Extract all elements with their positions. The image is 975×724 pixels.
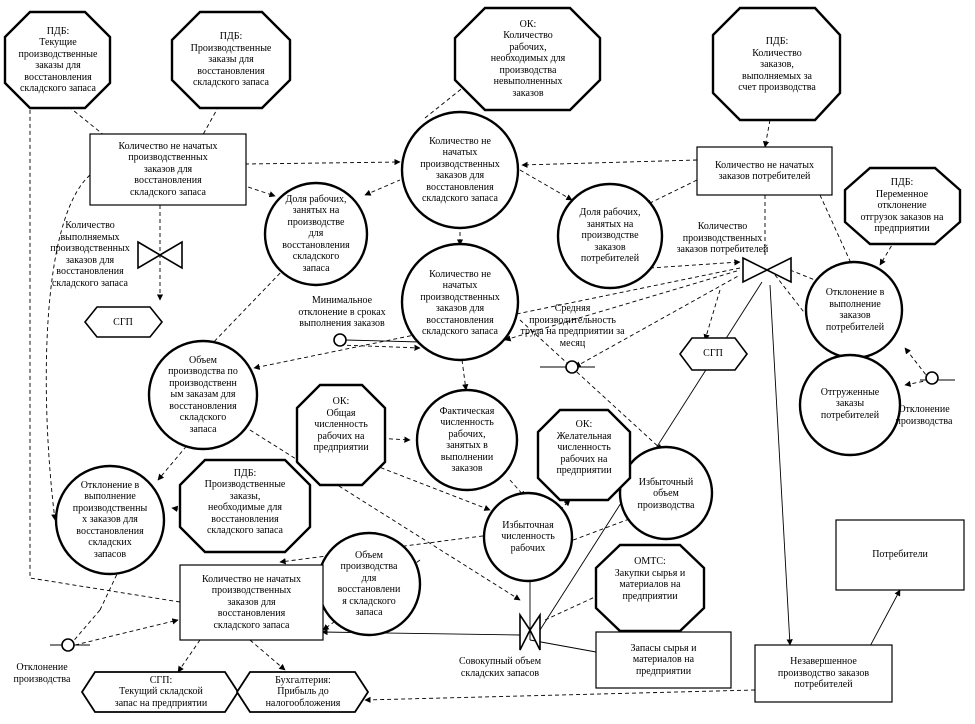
rect-raw-materials xyxy=(595,631,732,689)
circle-unstarted-stock-2 xyxy=(400,242,520,362)
rect-unstarted-stock-orders-bottom xyxy=(179,564,324,641)
rect-unstarted-consumer-orders xyxy=(696,146,833,196)
circle-shipped-orders xyxy=(798,353,902,457)
label-consumers: Потребители xyxy=(872,549,928,561)
valve-left xyxy=(137,240,183,270)
label-deviation-right: Отклонение производства xyxy=(895,404,953,427)
label-consumer-orders-count: Количество производственных заказов потр… xyxy=(676,221,769,255)
label-rect-unstarted-consumer: Количество не начатых заказов потребител… xyxy=(714,159,815,183)
label-excess-workers: Избыточная численность рабочих xyxy=(501,519,555,554)
label-shipped-orders: Отгруженные заказы потребителей xyxy=(820,386,880,421)
cloud-sgp-left xyxy=(83,306,164,338)
rect-unstarted-stock-orders xyxy=(89,133,247,206)
circle-actual-workers xyxy=(415,388,519,492)
label-accounting-profit: Бухгалтерия: Прибыль до налогообложения xyxy=(265,674,341,709)
label-omts-raw-purchases: ОМТС: Закупки сырья и материалов на пред… xyxy=(614,556,686,602)
label-deviation-stock: Отклонение в выполнение производственны … xyxy=(72,479,148,560)
aux-deviation-right xyxy=(925,371,939,385)
label-pdb-production-orders: ПДБ: Производственные заказы для восстан… xyxy=(190,31,272,89)
label-rect-raw-materials: Запасы сырья и материалов на предприятии xyxy=(630,642,697,677)
label-rect-unstarted-stock-orders: Количество не начатых производственных з… xyxy=(118,140,218,198)
cloud-sgp-right xyxy=(679,337,748,371)
aux-deviation-left xyxy=(61,638,75,652)
cloud-accounting-profit xyxy=(235,671,370,713)
cloud-ok-desired-workers xyxy=(536,408,632,502)
label-stock-volume: Объем производства для восстановлени я с… xyxy=(337,549,401,619)
label-production-volume: Объем производства по производственн ым … xyxy=(168,354,238,435)
label-unstarted-stock-2: Количество не начатых производственных з… xyxy=(420,268,500,338)
label-pdb-production-orders-needed: ПДБ: Производственные заказы, необходимы… xyxy=(204,467,286,537)
circle-excess-volume xyxy=(618,445,714,541)
label-sgp-left: СГП xyxy=(113,317,133,329)
rect-wip-consumer xyxy=(754,644,893,703)
circle-unstarted-stock-1 xyxy=(400,110,520,230)
label-excess-volume: Избыточный объем производства xyxy=(637,476,695,511)
label-workers-share-stock: Доля рабочих, занятых на производстве дл… xyxy=(282,193,350,274)
label-deviation-consumer: Отклонение в выполнение заказов потребит… xyxy=(825,287,885,333)
label-actual-workers: Фактическая численность рабочих, занятых… xyxy=(439,405,495,475)
aux-min-deviation xyxy=(333,333,347,347)
label-deviation-left: Отклонение производства xyxy=(13,662,71,685)
cloud-pdb-current-orders xyxy=(3,10,112,110)
label-sgp-stock: СГП: Текущий складской запас на предприя… xyxy=(114,674,208,709)
circle-excess-workers xyxy=(482,491,574,583)
cloud-pdb-orders-production xyxy=(711,6,842,122)
label-min-deviation: Минимальное отклонение в сроках выполнен… xyxy=(298,295,386,329)
label-orders-completed: Количество выполняемых производственных … xyxy=(50,220,130,289)
circle-production-volume xyxy=(147,339,259,451)
cloud-pdb-production-orders-needed xyxy=(178,458,312,554)
label-ok-desired-workers: ОК: Желательная численность рабочих на п… xyxy=(556,419,612,477)
rect-consumers xyxy=(835,519,965,591)
cloud-ok-total-workers xyxy=(295,383,387,487)
valve-stock-bottom xyxy=(519,612,541,651)
label-rect-unstarted-stock-bottom: Количество не начатых производственных з… xyxy=(201,573,302,631)
label-ok-total-workers: ОК: Общая численность рабочих на предпри… xyxy=(313,396,369,454)
cloud-sgp-stock xyxy=(80,671,240,713)
circle-workers-share-stock xyxy=(263,181,369,287)
cloud-ok-workers-needed xyxy=(453,6,602,112)
label-total-stock-volume: Совокупный объем складских запасов xyxy=(458,656,542,679)
label-pdb-orders-production: ПДБ: Количество заказов, выполняемых за … xyxy=(738,36,816,94)
label-workers-share-consumer: Доля рабочих, занятых на производстве за… xyxy=(579,207,641,265)
label-ok-workers-needed: ОК: Количество рабочих, необходимых для … xyxy=(490,18,566,99)
label-pdb-variable-deviation: ПДБ: Переменное отклонение отгрузок зака… xyxy=(860,177,944,235)
valve-consumer xyxy=(742,256,792,284)
label-pdb-current-orders: ПДБ: Текущие производственные заказы для… xyxy=(18,25,98,95)
circle-workers-share-consumer xyxy=(556,182,664,290)
label-sgp-right: СГП xyxy=(703,348,723,360)
cloud-pdb-variable-deviation xyxy=(843,166,962,246)
label-unstarted-stock-1: Количество не начатых производственных з… xyxy=(420,135,500,205)
circle-deviation-stock xyxy=(54,464,166,576)
cloud-pdb-production-orders xyxy=(170,10,292,110)
aux-avg-productivity xyxy=(565,360,579,374)
shape-layer xyxy=(3,6,965,713)
label-avg-productivity: Средняя производительность труда на пред… xyxy=(520,303,625,349)
label-rect-wip-consumer: Незавершенное производство заказов потре… xyxy=(777,656,870,691)
cloud-omts-raw-purchases xyxy=(594,543,706,633)
